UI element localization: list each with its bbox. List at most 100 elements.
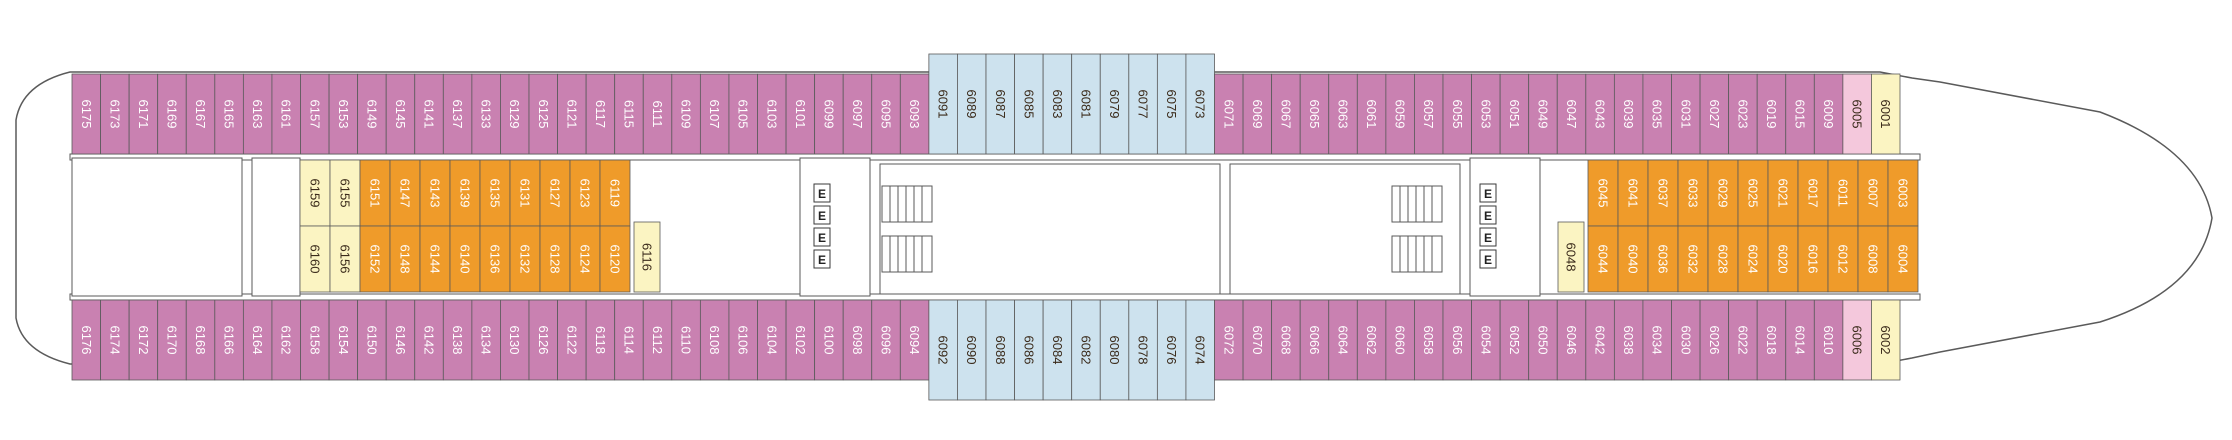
cabin-6076[interactable]: 6076 — [1156, 299, 1187, 401]
cabin-6126[interactable]: 6126 — [528, 299, 558, 381]
cabin-6044[interactable]: 6044 — [1587, 225, 1619, 293]
cabin-6060[interactable]: 6060 — [1385, 299, 1415, 381]
cabin-6084[interactable]: 6084 — [1042, 299, 1073, 401]
cabin-6158[interactable]: 6158 — [300, 299, 330, 381]
cabin-6121[interactable]: 6121 — [557, 73, 587, 155]
cabin-6033[interactable]: 6033 — [1677, 159, 1709, 227]
cabin-6029[interactable]: 6029 — [1707, 159, 1739, 227]
cabin-6151[interactable]: 6151 — [359, 159, 391, 227]
cabin-6057[interactable]: 6057 — [1414, 73, 1444, 155]
cabin-6007[interactable]: 6007 — [1857, 159, 1889, 227]
cabin-6171[interactable]: 6171 — [128, 73, 159, 155]
cabin-6089[interactable]: 6089 — [957, 53, 987, 155]
cabin-6042[interactable]: 6042 — [1585, 299, 1615, 381]
cabin-6163[interactable]: 6163 — [242, 73, 273, 155]
cabin-6155[interactable]: 6155 — [329, 159, 361, 227]
cabin-6064[interactable]: 6064 — [1328, 299, 1358, 381]
cabin-6047[interactable]: 6047 — [1556, 73, 1587, 155]
cabin-6146[interactable]: 6146 — [385, 299, 416, 381]
cabin-6017[interactable]: 6017 — [1797, 159, 1829, 227]
cabin-6074[interactable]: 6074 — [1185, 299, 1215, 401]
cabin-6172[interactable]: 6172 — [128, 299, 159, 381]
cabin-6043[interactable]: 6043 — [1585, 73, 1615, 155]
cabin-6080[interactable]: 6080 — [1099, 299, 1130, 401]
cabin-6135[interactable]: 6135 — [479, 159, 511, 227]
cabin-6090[interactable]: 6090 — [957, 299, 987, 401]
cabin-6148[interactable]: 6148 — [389, 225, 421, 293]
cabin-6099[interactable]: 6099 — [814, 73, 844, 155]
cabin-6169[interactable]: 6169 — [157, 73, 187, 155]
cabin-6096[interactable]: 6096 — [871, 299, 901, 381]
cabin-6098[interactable]: 6098 — [842, 299, 873, 381]
cabin-6071[interactable]: 6071 — [1214, 73, 1244, 155]
cabin-6122[interactable]: 6122 — [557, 299, 587, 381]
cabin-6143[interactable]: 6143 — [419, 159, 451, 227]
cabin-6067[interactable]: 6067 — [1271, 73, 1301, 155]
cabin-6048[interactable]: 6048 — [1557, 221, 1585, 293]
cabin-6077[interactable]: 6077 — [1128, 53, 1158, 155]
cabin-6041[interactable]: 6041 — [1617, 159, 1649, 227]
cabin-6144[interactable]: 6144 — [419, 225, 451, 293]
cabin-6086[interactable]: 6086 — [1014, 299, 1044, 401]
cabin-6160[interactable]: 6160 — [299, 225, 331, 293]
cabin-6136[interactable]: 6136 — [479, 225, 511, 293]
cabin-6053[interactable]: 6053 — [1471, 73, 1501, 155]
cabin-6101[interactable]: 6101 — [785, 73, 816, 155]
cabin-6164[interactable]: 6164 — [242, 299, 273, 381]
cabin-6176[interactable]: 6176 — [71, 299, 101, 381]
cabin-6069[interactable]: 6069 — [1242, 73, 1273, 155]
cabin-6031[interactable]: 6031 — [1671, 73, 1701, 155]
cabin-6097[interactable]: 6097 — [842, 73, 873, 155]
cabin-6065[interactable]: 6065 — [1299, 73, 1330, 155]
cabin-6062[interactable]: 6062 — [1356, 299, 1387, 381]
cabin-6133[interactable]: 6133 — [471, 73, 501, 155]
cabin-6100[interactable]: 6100 — [814, 299, 844, 381]
cabin-6001[interactable]: 6001 — [1871, 73, 1901, 155]
cabin-6039[interactable]: 6039 — [1613, 73, 1644, 155]
cabin-6110[interactable]: 6110 — [671, 299, 701, 381]
cabin-6156[interactable]: 6156 — [329, 225, 361, 293]
cabin-6070[interactable]: 6070 — [1242, 299, 1273, 381]
cabin-6094[interactable]: 6094 — [899, 299, 930, 381]
cabin-6012[interactable]: 6012 — [1827, 225, 1859, 293]
cabin-6131[interactable]: 6131 — [509, 159, 541, 227]
cabin-6124[interactable]: 6124 — [569, 225, 601, 293]
cabin-6117[interactable]: 6117 — [585, 73, 616, 155]
cabin-6005[interactable]: 6005 — [1842, 73, 1872, 155]
cabin-6030[interactable]: 6030 — [1671, 299, 1701, 381]
cabin-6120[interactable]: 6120 — [599, 225, 631, 293]
cabin-6119[interactable]: 6119 — [599, 159, 631, 227]
cabin-6128[interactable]: 6128 — [539, 225, 571, 293]
cabin-6063[interactable]: 6063 — [1328, 73, 1358, 155]
cabin-6104[interactable]: 6104 — [757, 299, 787, 381]
cabin-6111[interactable]: 6111 — [642, 73, 673, 155]
cabin-6052[interactable]: 6052 — [1499, 299, 1530, 381]
cabin-6006[interactable]: 6006 — [1842, 299, 1872, 381]
cabin-6083[interactable]: 6083 — [1042, 53, 1073, 155]
cabin-6150[interactable]: 6150 — [357, 299, 387, 381]
cabin-6157[interactable]: 6157 — [300, 73, 330, 155]
cabin-6054[interactable]: 6054 — [1471, 299, 1501, 381]
cabin-6147[interactable]: 6147 — [389, 159, 421, 227]
cabin-6149[interactable]: 6149 — [357, 73, 387, 155]
cabin-6004[interactable]: 6004 — [1887, 225, 1919, 293]
cabin-6107[interactable]: 6107 — [699, 73, 730, 155]
cabin-6055[interactable]: 6055 — [1442, 73, 1472, 155]
cabin-6068[interactable]: 6068 — [1271, 299, 1301, 381]
cabin-6026[interactable]: 6026 — [1699, 299, 1730, 381]
cabin-6018[interactable]: 6018 — [1756, 299, 1787, 381]
cabin-6161[interactable]: 6161 — [271, 73, 301, 155]
cabin-6082[interactable]: 6082 — [1071, 299, 1101, 401]
cabin-6092[interactable]: 6092 — [928, 299, 958, 401]
cabin-6162[interactable]: 6162 — [271, 299, 301, 381]
cabin-6140[interactable]: 6140 — [449, 225, 481, 293]
cabin-6058[interactable]: 6058 — [1414, 299, 1444, 381]
cabin-6038[interactable]: 6038 — [1613, 299, 1644, 381]
cabin-6011[interactable]: 6011 — [1827, 159, 1859, 227]
cabin-6114[interactable]: 6114 — [614, 299, 644, 381]
cabin-6056[interactable]: 6056 — [1442, 299, 1472, 381]
cabin-6106[interactable]: 6106 — [728, 299, 758, 381]
cabin-6035[interactable]: 6035 — [1642, 73, 1672, 155]
cabin-6115[interactable]: 6115 — [614, 73, 644, 155]
cabin-6019[interactable]: 6019 — [1756, 73, 1787, 155]
